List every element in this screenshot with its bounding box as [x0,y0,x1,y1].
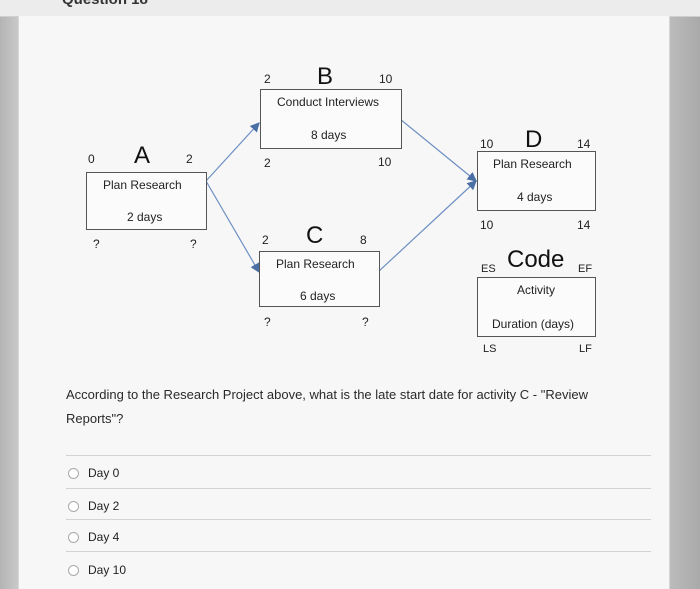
node-b-lf: 10 [378,155,392,169]
node-c-lf: ? [362,315,369,329]
node-a-ef: 2 [186,152,193,166]
legend-lf: LF [579,343,592,355]
node-d-es: 10 [480,137,494,151]
node-a-duration: 2 days [127,210,163,224]
background-right [668,16,700,589]
question-text: According to the Research Project above,… [66,387,588,426]
node-b-ls: 2 [264,156,271,170]
option-label: Day 4 [88,530,120,544]
diagram-arrows [205,118,477,274]
node-c-ls: ? [264,315,271,329]
node-b-ef: 10 [379,72,393,86]
node-d-ef: 14 [577,137,591,151]
node-a-letter: A [134,142,151,169]
option-day-0[interactable]: Day 0 [68,464,119,482]
node-a-ls: ? [93,237,100,251]
node-c-ef: 8 [360,233,367,247]
node-d-duration: 4 days [517,190,553,204]
divider [66,488,651,489]
network-diagram: 0 A 2 Plan Research 2 days ? ? 2 B 10 Co… [86,63,596,355]
legend-es: ES [481,263,496,275]
node-b-duration: 8 days [311,128,347,142]
node-b-letter: B [317,63,334,90]
option-day-4[interactable]: Day 4 [68,528,119,546]
arrow-a-to-c [205,180,260,274]
node-d-name: Plan Research [493,157,572,171]
legend-activity: Activity [517,283,556,297]
node-d-box: Plan Research 4 days [477,151,596,211]
radio-button[interactable] [68,467,79,479]
legend-duration: Duration (days) [492,317,575,331]
divider [66,551,651,552]
node-c-name: Plan Research [276,257,355,271]
node-d-letter: D [525,126,543,153]
legend-code: Code [507,246,565,273]
node-d-lf: 14 [577,218,591,232]
arrow-b-to-d [399,118,477,182]
node-a-lf: ? [190,237,197,251]
node-a-box: Plan Research 2 days [86,172,207,230]
node-b-box: Conduct Interviews 8 days [260,89,402,149]
option-label: Day 10 [88,563,127,577]
node-c-es: 2 [262,233,269,247]
node-a-es: 0 [88,152,95,166]
node-c-box: Plan Research 6 days [259,251,380,307]
radio-button[interactable] [68,564,79,576]
option-day-10[interactable]: Day 10 [68,561,126,579]
question-title: Question 18 [62,0,148,8]
node-c-duration: 6 days [300,289,336,303]
option-label: Day 2 [88,499,120,513]
arrow-a-to-b [205,122,260,182]
node-b-name: Conduct Interviews [277,95,380,109]
background-left [0,16,18,589]
divider [66,519,651,520]
legend-ef: EF [578,263,593,275]
radio-button[interactable] [68,500,79,512]
radio-button[interactable] [68,531,79,543]
legend-ls: LS [483,343,497,355]
node-b-es: 2 [264,72,271,86]
option-label: Day 0 [88,466,120,480]
node-c-letter: C [306,222,324,249]
arrow-c-to-d [377,180,477,273]
option-day-2[interactable]: Day 2 [68,497,119,515]
legend-box: Activity Duration (days) [477,277,596,337]
node-d-ls: 10 [480,218,494,232]
node-a-name: Plan Research [103,178,182,192]
divider [66,455,651,456]
